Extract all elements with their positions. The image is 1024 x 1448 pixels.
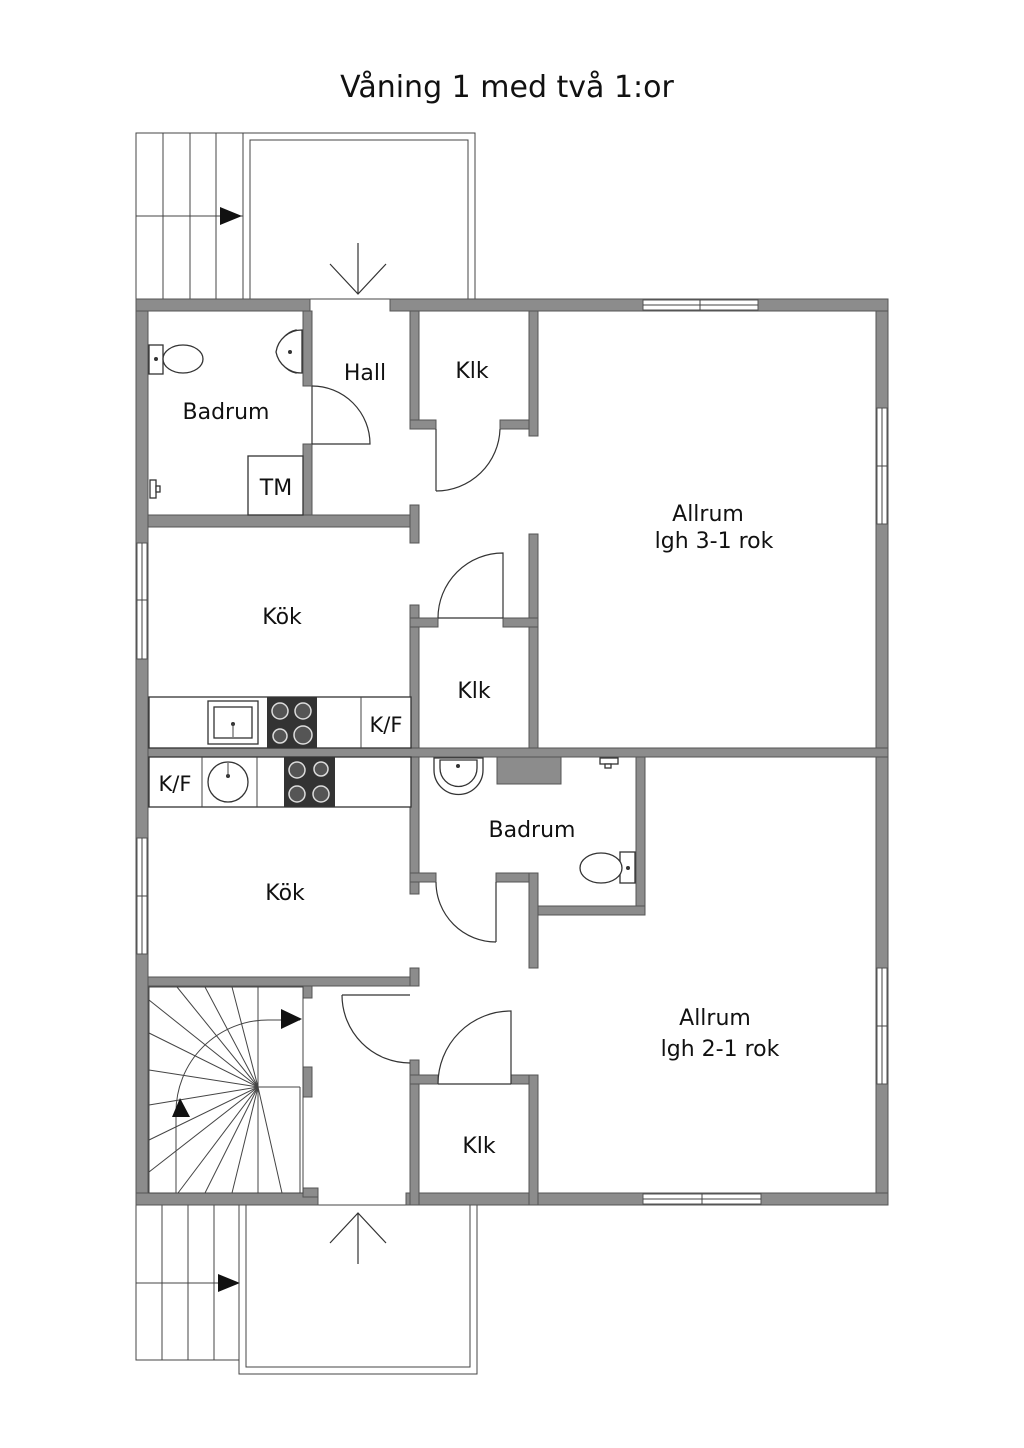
room-label-kok: Kök: [262, 605, 302, 630]
room-label-allrum: Allrum: [672, 502, 744, 527]
top-entrance-arrow-icon: [329, 243, 387, 295]
stair-direction-arrow-icon: [220, 207, 242, 225]
room-label-hall: Hall: [344, 361, 386, 386]
stair-direction-arrow-icon: [218, 1274, 240, 1292]
room-label-badrum: Badrum: [489, 818, 576, 843]
tap-icon: [599, 757, 619, 769]
room-label-apartment: lgh 3-1 rok: [655, 529, 774, 554]
sink-icon: [433, 757, 484, 796]
spiral-staircase: [148, 986, 304, 1194]
tm-cabinet: [247, 455, 304, 516]
top-entrance-stairs: [135, 132, 244, 300]
room-label-allrum: Allrum: [679, 1006, 751, 1031]
windows: [136, 299, 888, 1205]
toilet-icon: [148, 344, 204, 375]
kitchen-sink-icon: [207, 761, 249, 803]
room-label-klk: Klk: [457, 679, 491, 704]
top-porch: [242, 132, 476, 300]
stair-direction-arrow-icon: [172, 1098, 190, 1117]
plan-title: Våning 1 med två 1:or: [340, 70, 674, 105]
room-label-tm: TM: [259, 476, 292, 501]
fridge-freezer-label: K/F: [370, 713, 403, 737]
room-label-klk: Klk: [455, 359, 489, 384]
sink-icon: [275, 329, 303, 374]
room-label-apartment: lgh 2-1 rok: [661, 1037, 780, 1062]
fridge-freezer-label: K/F: [159, 772, 192, 796]
doors: [311, 385, 512, 1085]
kitchen-counter-bottom: [148, 756, 412, 808]
bottom-entrance-stairs: [135, 1204, 240, 1361]
kitchen-counter-top: [148, 696, 412, 749]
stair-direction-arrow-icon: [281, 1009, 302, 1029]
toilet-icon: [579, 851, 636, 884]
room-label-kok: Kök: [265, 881, 305, 906]
bottom-porch: [238, 1204, 478, 1375]
bottom-entrance-arrow-icon: [329, 1212, 387, 1264]
room-label-klk: Klk: [462, 1134, 496, 1159]
tap-icon: [149, 479, 161, 499]
room-label-badrum: Badrum: [183, 400, 270, 425]
